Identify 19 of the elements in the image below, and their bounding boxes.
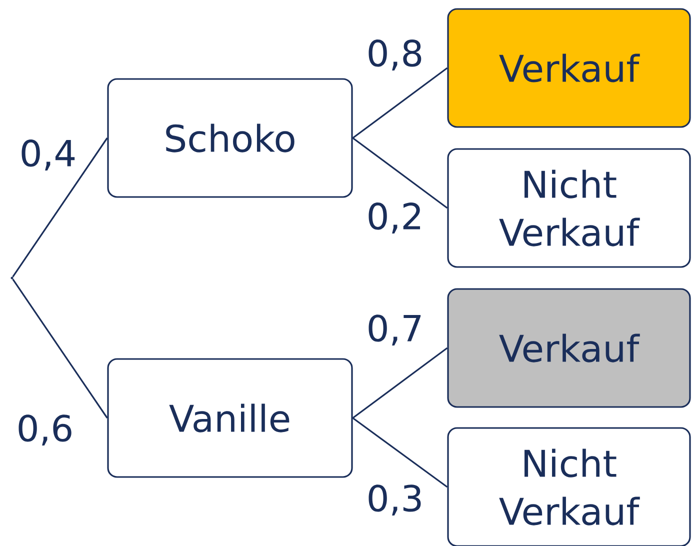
branch-line bbox=[352, 417, 448, 488]
branch-point bbox=[10, 276, 14, 280]
probability-label: 0,6 bbox=[15, 414, 75, 446]
branch-line bbox=[12, 138, 108, 278]
probability-label: 0,4 bbox=[18, 138, 78, 172]
outcome-box: Nicht Verkauf bbox=[447, 148, 691, 268]
probability-label: 0,7 bbox=[365, 314, 425, 346]
branch-line bbox=[352, 347, 448, 419]
outcome-box: Verkauf bbox=[447, 288, 691, 408]
outcome-box: Schoko bbox=[107, 78, 353, 198]
probability-label: 0,8 bbox=[365, 38, 425, 72]
outcome-box: Nicht Verkauf bbox=[447, 427, 691, 546]
probability-label: 0,3 bbox=[365, 484, 425, 516]
probability-label: 0,2 bbox=[365, 202, 425, 234]
branch-line bbox=[352, 67, 448, 139]
branch-line bbox=[12, 278, 108, 418]
branch-line bbox=[352, 137, 448, 209]
outcome-box: Verkauf bbox=[447, 8, 691, 128]
outcome-box: Vanille bbox=[107, 358, 353, 478]
